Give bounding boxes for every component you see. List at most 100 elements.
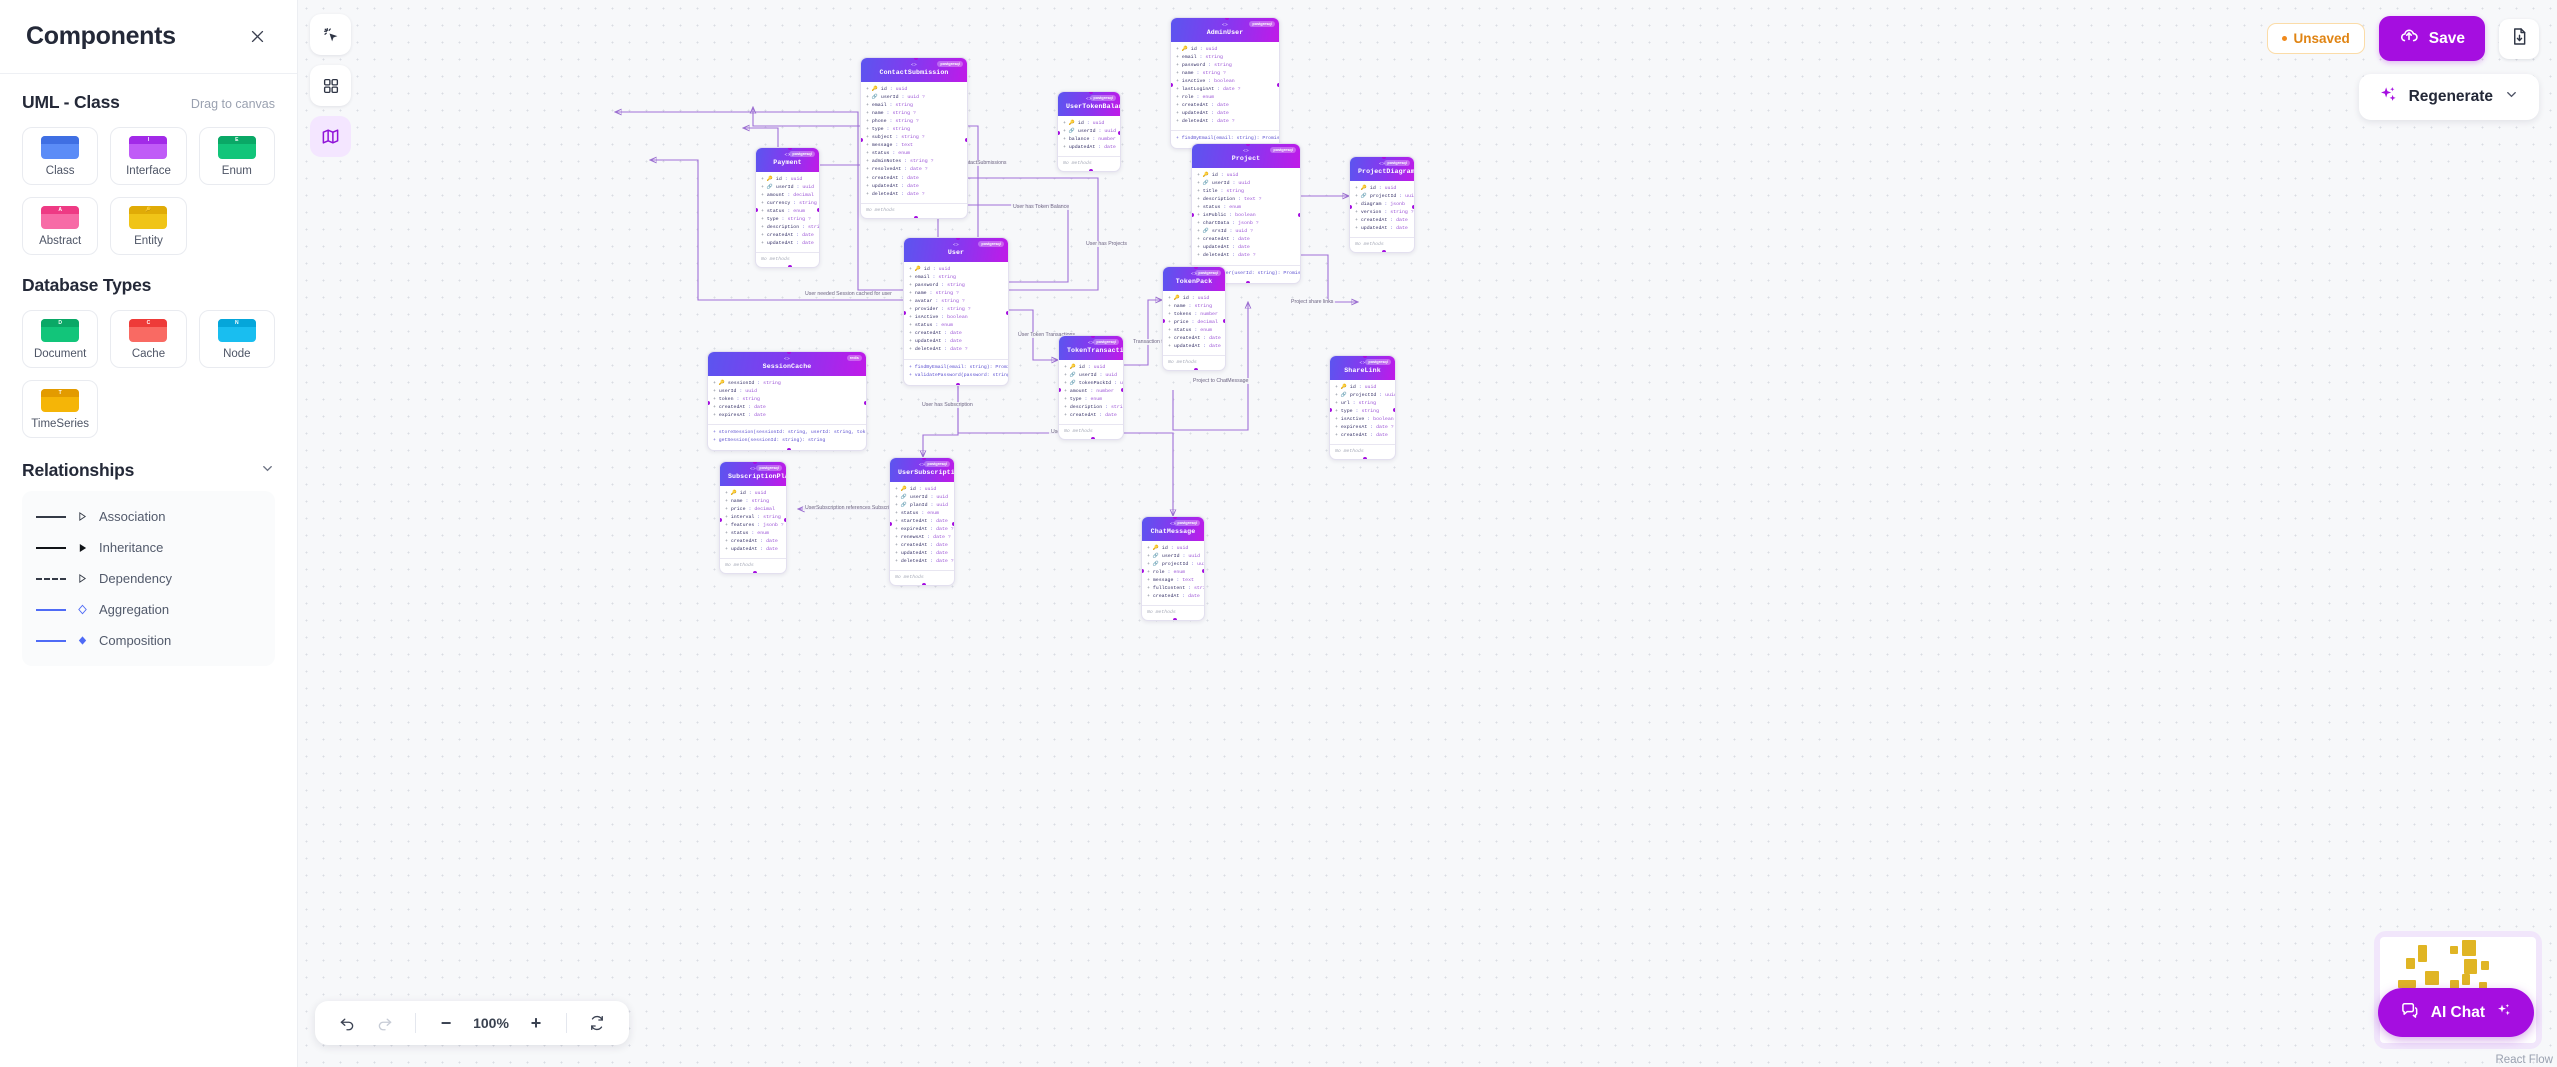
connection-port-t[interactable] bbox=[1225, 18, 1229, 20]
uml-node-project[interactable]: postgresql<>Project+ 🔑 id : uuid+ 🔗 user… bbox=[1191, 143, 1301, 284]
uml-node-sharelink[interactable]: postgresql<>ShareLink+ 🔑 id : uuid+ 🔗 pr… bbox=[1329, 355, 1396, 461]
connection-port-t[interactable] bbox=[1362, 356, 1367, 358]
connection-port-l[interactable] bbox=[1058, 131, 1060, 136]
palette-item-document[interactable]: D Document bbox=[22, 310, 99, 368]
connection-port-b[interactable] bbox=[787, 447, 791, 450]
connection-port-t[interactable] bbox=[1091, 336, 1095, 338]
connection-port-l[interactable] bbox=[890, 521, 892, 526]
connection-port-b[interactable] bbox=[1194, 368, 1198, 371]
uml-node-user[interactable]: postgresql<>User+ 🔑 id : uuid+ email : s… bbox=[903, 237, 1009, 386]
palette-item-node[interactable]: N Node bbox=[198, 310, 275, 368]
connection-port-r[interactable] bbox=[1393, 407, 1395, 412]
palette-item-entity[interactable]: 🔑 Entity bbox=[110, 197, 187, 255]
close-icon[interactable] bbox=[243, 23, 271, 51]
connection-port-b[interactable] bbox=[1362, 457, 1367, 460]
diagram-canvas[interactable]: Unsaved Save bbox=[298, 0, 2557, 1067]
redo-button[interactable] bbox=[369, 1007, 401, 1039]
node-stereotype: <> bbox=[784, 357, 790, 362]
db-badge: postgresql bbox=[1195, 270, 1221, 277]
connection-port-t[interactable] bbox=[922, 458, 926, 460]
connection-port-b[interactable] bbox=[753, 571, 757, 574]
palette-item-class[interactable]: Class bbox=[22, 127, 99, 185]
connection-port-r[interactable] bbox=[1121, 387, 1123, 392]
undo-button[interactable] bbox=[331, 1007, 363, 1039]
connection-port-l[interactable] bbox=[904, 311, 906, 316]
connection-port-b[interactable] bbox=[1173, 618, 1177, 621]
connection-port-t[interactable] bbox=[753, 462, 757, 464]
connection-port-b[interactable] bbox=[1091, 437, 1095, 440]
connection-port-l[interactable] bbox=[1059, 387, 1061, 392]
zoom-in-button[interactable]: + bbox=[530, 1012, 542, 1033]
save-button[interactable]: Save bbox=[2378, 16, 2485, 61]
connection-port-b[interactable] bbox=[914, 215, 918, 218]
uml-node-adminuser[interactable]: postgresql<>AdminUser+ 🔑 id : uuid+ emai… bbox=[1170, 17, 1280, 150]
connection-port-t[interactable] bbox=[787, 351, 791, 354]
connection-port-l[interactable] bbox=[1142, 568, 1144, 573]
select-tool-button[interactable] bbox=[310, 14, 351, 55]
ai-chat-button[interactable]: AI Chat bbox=[2377, 988, 2534, 1037]
connection-port-t[interactable] bbox=[914, 57, 918, 60]
connection-port-l[interactable] bbox=[756, 207, 758, 212]
relationships-header[interactable]: Relationships bbox=[22, 460, 275, 481]
palette-item-cache[interactable]: C Cache bbox=[110, 310, 187, 368]
connection-port-l[interactable] bbox=[1330, 407, 1332, 412]
chevron-down-icon[interactable] bbox=[260, 461, 275, 481]
connection-port-r[interactable] bbox=[817, 207, 819, 212]
connection-port-t[interactable] bbox=[1089, 91, 1093, 94]
connection-port-r[interactable] bbox=[1298, 213, 1300, 218]
connection-port-l[interactable] bbox=[720, 517, 722, 522]
connection-port-l[interactable] bbox=[1171, 83, 1173, 88]
connection-port-r[interactable] bbox=[1118, 131, 1120, 136]
connection-port-r[interactable] bbox=[1412, 204, 1414, 209]
uml-node-tokenpack[interactable]: postgresql<>TokenPack+ 🔑 id : uuid+ name… bbox=[1162, 266, 1226, 372]
connection-port-b[interactable] bbox=[1246, 280, 1250, 283]
uml-node-projectdiagram[interactable]: postgresql<>ProjectDiagram+ 🔑 id : uuid+… bbox=[1349, 156, 1415, 254]
connection-port-l[interactable] bbox=[1163, 318, 1165, 323]
connection-port-r[interactable] bbox=[1223, 318, 1225, 323]
uml-node-payment[interactable]: postgresql<>Payment+ 🔑 id : uuid+ 🔗 user… bbox=[755, 147, 820, 269]
palette-item-timeseries[interactable]: T TimeSeries bbox=[22, 380, 99, 438]
relationship-dependency[interactable]: Dependency bbox=[36, 563, 261, 594]
uml-node-usertokenbalance[interactable]: postgresql<>UserTokenBalance+ 🔑 id : uui… bbox=[1057, 91, 1121, 172]
connection-port-t[interactable] bbox=[1246, 143, 1250, 146]
relationship-association[interactable]: Association bbox=[36, 501, 261, 532]
regenerate-button[interactable]: Regenerate bbox=[2358, 74, 2539, 120]
map-tool-button[interactable] bbox=[310, 116, 351, 157]
connection-port-r[interactable] bbox=[1006, 311, 1008, 316]
uml-node-chatmessage[interactable]: postgresql<>ChatMessage+ 🔑 id : uuid+ 🔗 … bbox=[1141, 516, 1205, 622]
connection-port-r[interactable] bbox=[784, 517, 786, 522]
connection-port-b[interactable] bbox=[1382, 250, 1386, 253]
connection-port-l[interactable] bbox=[1192, 213, 1194, 218]
connection-port-r[interactable] bbox=[1277, 83, 1279, 88]
zoom-out-button[interactable]: − bbox=[440, 1012, 452, 1033]
palette-item-enum[interactable]: E Enum bbox=[198, 127, 275, 185]
connection-port-l[interactable] bbox=[1350, 204, 1352, 209]
connection-port-t[interactable] bbox=[1194, 267, 1198, 269]
connection-port-b[interactable] bbox=[956, 382, 960, 385]
uml-node-sessioncache[interactable]: redis<>SessionCache+ 🔑 sessionId : strin… bbox=[707, 351, 867, 451]
uml-node-subscriptionplan[interactable]: postgresql<>SubscriptionPlan+ 🔑 id : uui… bbox=[719, 461, 787, 575]
chevron-down-icon[interactable] bbox=[2504, 87, 2519, 107]
connection-port-t[interactable] bbox=[1173, 517, 1177, 519]
uml-node-usersubscription[interactable]: postgresql<>UserSubscription+ 🔑 id : uui… bbox=[889, 457, 955, 587]
grid-tool-button[interactable] bbox=[310, 65, 351, 106]
palette-item-abstract[interactable]: A Abstract bbox=[22, 197, 99, 255]
relationship-composition[interactable]: Composition bbox=[36, 625, 261, 656]
connection-port-r[interactable] bbox=[1202, 568, 1204, 573]
connection-port-r[interactable] bbox=[965, 137, 967, 142]
connection-port-b[interactable] bbox=[1089, 168, 1093, 171]
connection-port-r[interactable] bbox=[864, 400, 866, 405]
connection-port-r[interactable] bbox=[952, 521, 954, 526]
connection-port-t[interactable] bbox=[1382, 157, 1386, 159]
connection-port-t[interactable] bbox=[787, 148, 792, 150]
connection-port-l[interactable] bbox=[708, 400, 710, 405]
relationship-inheritance[interactable]: Inheritance bbox=[36, 532, 261, 563]
relationship-aggregation[interactable]: Aggregation bbox=[36, 594, 261, 625]
uml-node-contactsubmission[interactable]: postgresql<>ContactSubmission+ 🔑 id : uu… bbox=[860, 57, 968, 219]
export-button[interactable] bbox=[2499, 18, 2539, 59]
palette-item-interface[interactable]: I Interface bbox=[110, 127, 187, 185]
connection-port-b[interactable] bbox=[787, 265, 792, 268]
reset-view-button[interactable] bbox=[581, 1007, 613, 1039]
connection-port-b[interactable] bbox=[922, 583, 926, 586]
